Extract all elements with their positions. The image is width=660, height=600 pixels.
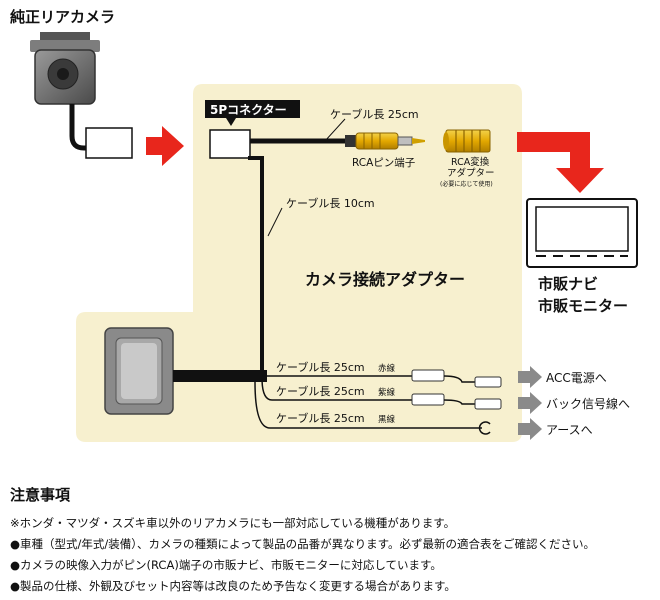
camera-title: 純正リアカメラ (10, 8, 115, 26)
rca-adapter (443, 129, 491, 153)
connector-tag: 5Pコネクター (210, 103, 287, 117)
wire-2-length: ケーブル長 25cm (276, 384, 365, 398)
wire-3-length: ケーブル長 25cm (276, 411, 365, 425)
dest-earth: アースへ (546, 423, 593, 437)
aftermarket-monitor (526, 198, 638, 268)
connection-diagram: 純正リアカメラ 5Pコネクター ケーブル長 25cm RCAピン端子 (10, 8, 638, 442)
monitor-label-1: 市販ナビ (538, 275, 598, 293)
dest-back: バック信号線へ (546, 396, 630, 411)
rca-adapter-note: (必要に応じて使用) (440, 180, 493, 188)
rear-camera (30, 32, 100, 105)
main-cable (248, 156, 264, 378)
adapter-name: カメラ接続アダプター (305, 270, 465, 289)
adapter-connector (209, 129, 251, 159)
rca-adapter-label-1: RCA変換 (451, 156, 490, 168)
wire-3-color: 黒線 (378, 414, 396, 425)
adapter-panel (76, 84, 522, 442)
gray-arrow-2 (518, 392, 542, 414)
cable-length-10: ケーブル長 10cm (286, 196, 375, 210)
notes-title: 注意事項 (10, 486, 71, 504)
wire-1-color: 赤線 (378, 363, 396, 374)
note-line: ●製品の仕様、外観及びセット内容等は改良のため予告なく変更する場合があります。 (10, 579, 456, 593)
note-line: ※ホンダ・マツダ・スズキ車以外のリアカメラにも一部対応している機種があります。 (10, 516, 456, 530)
note-line: ●車種（型式/年式/装備）、カメラの種類によって製品の品番が異なります。必ず最新… (10, 537, 595, 551)
notes-section: 注意事項 ※ホンダ・マツダ・スズキ車以外のリアカメラにも一部対応している機種があ… (10, 484, 655, 599)
rca-adapter-label-2: アダプター (447, 167, 495, 179)
cable-length-25-rca: ケーブル長 25cm (330, 107, 419, 121)
camera-connector (85, 127, 133, 159)
monitor-label-2: 市販モニター (538, 297, 628, 315)
adapter-box (104, 327, 174, 415)
gray-arrow-1 (518, 366, 542, 388)
camera-cable (69, 104, 88, 151)
ring-terminal (478, 421, 491, 435)
gray-arrow-3 (518, 418, 542, 440)
rca-pin (345, 132, 425, 150)
wire-1-length: ケーブル長 25cm (276, 360, 365, 374)
note-line: ●カメラの映像入力がピン(RCA)端子の市販ナビ、市販モニターに対応しています。 (10, 558, 442, 572)
red-arrow-right (146, 126, 184, 166)
dest-acc: ACC電源へ (546, 371, 607, 385)
wire-2-color: 紫線 (378, 387, 396, 398)
red-arrow-down (517, 132, 604, 193)
rca-pin-label: RCAピン端子 (352, 156, 415, 169)
